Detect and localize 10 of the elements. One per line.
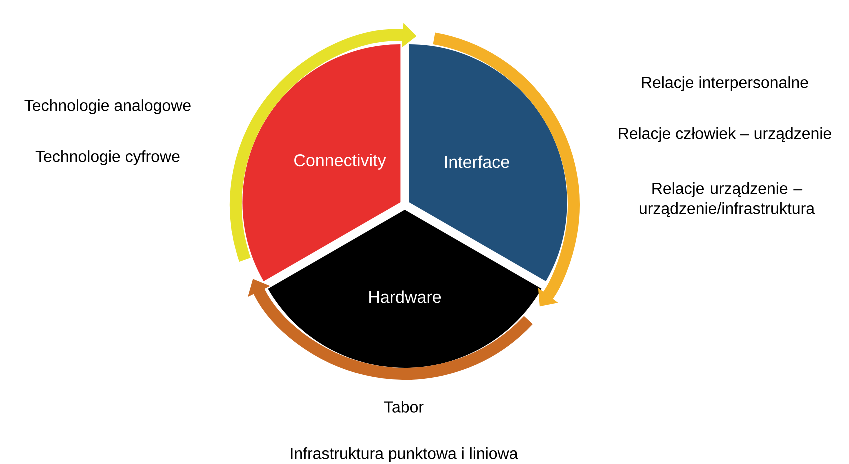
pie-sector: Connectivity [242,44,401,282]
side-label: Tabor [384,401,424,413]
pie-sector: Interface [409,44,568,282]
side-label: Technologie cyfrowe [36,150,180,166]
side-label: Infrastruktura punktowa i liniowa [291,448,518,462]
side-label: Relacje urządzenie – urządzenie/infrastruktura [640,182,816,218]
side-label: Relacje interpersonalne [642,76,808,92]
pie-sector: Hardware [268,210,542,368]
side-label: Relacje człowiek – urządzenie [619,128,832,142]
side-label: Technologie analogowe [24,100,191,114]
